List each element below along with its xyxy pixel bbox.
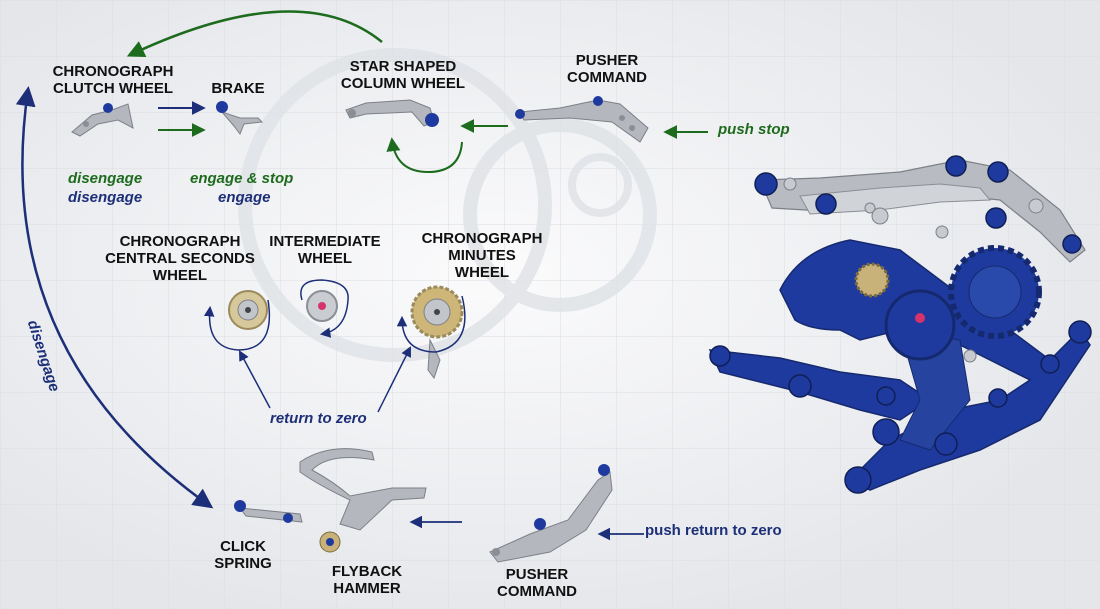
column-wheel-part xyxy=(345,99,439,127)
action-engage-stop: engage & stop xyxy=(190,170,294,187)
flyback-hammer-part xyxy=(299,448,427,553)
return-zero-arrow-right xyxy=(377,346,411,413)
intermediate-wheel-part xyxy=(306,290,338,322)
action-push-stop: push stop xyxy=(718,121,790,138)
label-flyback-hammer: FLYBACK HAMMER xyxy=(331,563,403,597)
pusher-command-top-part xyxy=(515,96,649,143)
central-seconds-wheel-part xyxy=(228,290,268,330)
label-pusher-command-bottom: PUSHER COMMAND xyxy=(497,566,577,600)
label-intermediate-wheel: INTERMEDIATE WHEEL xyxy=(269,233,381,267)
minutes-rotation-arrow xyxy=(396,295,466,353)
return-zero-arrow-left xyxy=(239,350,271,409)
action-disengage-green: disengage xyxy=(68,170,143,187)
label-clutch-wheel: CHRONOGRAPH CLUTCH WHEEL xyxy=(52,63,174,97)
brake-part xyxy=(216,101,264,136)
label-brake: BRAKE xyxy=(211,80,265,97)
disengage-vertical-arrow xyxy=(15,86,214,509)
action-disengage-blue: disengage xyxy=(68,189,143,206)
action-push-return-to-zero: push return to zero xyxy=(645,522,782,539)
column-rotation-arrow xyxy=(386,137,463,174)
assembled-mechanism xyxy=(708,155,1092,494)
action-return-to-zero: return to zero xyxy=(270,410,367,427)
label-central-seconds-wheel: CHRONOGRAPH CENTRAL SECONDS WHEEL xyxy=(105,233,255,284)
click-spring-part xyxy=(234,500,303,523)
background-gears xyxy=(238,48,657,362)
label-click-spring: CLICK SPRING xyxy=(214,538,272,572)
stop-curved-arrow xyxy=(126,10,383,57)
label-column-wheel: STAR SHAPED COLUMN WHEEL xyxy=(340,58,466,92)
label-minutes-wheel: CHRONOGRAPH MINUTES WHEEL xyxy=(421,230,543,281)
intermediate-rotation-arrow xyxy=(300,279,349,338)
minutes-wheel-part xyxy=(410,285,464,380)
label-pusher-command-top: PUSHER COMMAND xyxy=(567,52,647,86)
action-engage: engage xyxy=(218,189,271,206)
pusher-command-bottom-part xyxy=(489,464,613,563)
